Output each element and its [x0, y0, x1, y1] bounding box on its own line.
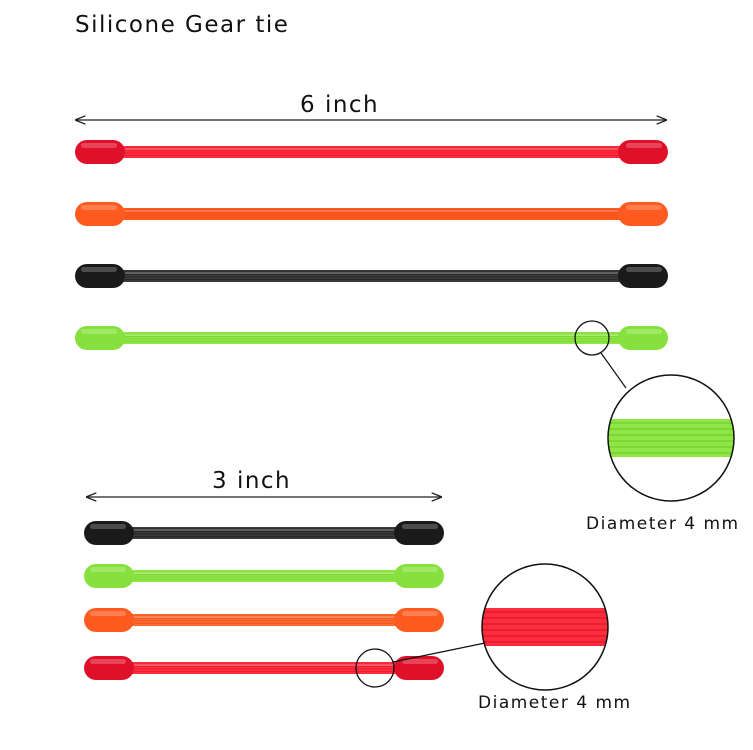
long-zoom-circle — [607, 374, 735, 502]
long-ties-group — [75, 140, 668, 350]
short-tie-black — [84, 521, 444, 545]
tie-cap-right — [618, 326, 668, 350]
tie-body — [119, 332, 624, 344]
tie-cap-left — [75, 202, 125, 226]
long-length-label: 6 inch — [300, 92, 380, 118]
long-tie-orange — [75, 202, 668, 226]
cap-shine — [81, 267, 117, 272]
cap-shine — [402, 659, 438, 664]
tie-cap-left — [84, 564, 134, 588]
tie-body — [119, 208, 624, 220]
tie-body — [128, 570, 400, 582]
short-zoom-source-circle — [355, 648, 395, 688]
cap-shine — [402, 524, 438, 529]
tie-cap-right — [618, 140, 668, 164]
short-zoom-diameter-label: Diameter 4 mm — [478, 693, 632, 713]
zoom-tie-body — [482, 608, 608, 646]
long-zoom-diameter-label: Diameter 4 mm — [586, 514, 740, 534]
long-tie-red — [75, 140, 668, 164]
tie-body — [128, 614, 400, 626]
short-zoom-connector — [392, 642, 486, 663]
tie-cap-right — [618, 264, 668, 288]
long-tie-green — [75, 326, 668, 350]
cap-shine — [402, 567, 438, 572]
tie-body — [119, 270, 624, 282]
tie-cap-right — [394, 656, 444, 680]
short-zoom-circle — [481, 563, 609, 691]
cap-shine — [90, 567, 126, 572]
tie-cap-right — [618, 202, 668, 226]
tie-cap-right — [394, 521, 444, 545]
cap-shine — [90, 524, 126, 529]
tie-cap-left — [75, 264, 125, 288]
tie-cap-left — [84, 608, 134, 632]
tie-cap-left — [84, 521, 134, 545]
short-tie-red — [84, 656, 444, 680]
tie-cap-left — [75, 140, 125, 164]
cap-shine — [626, 143, 662, 148]
cap-shine — [626, 267, 662, 272]
cap-shine — [626, 205, 662, 210]
short-tie-green — [84, 564, 444, 588]
short-zoom-detail — [482, 608, 608, 646]
cap-shine — [626, 329, 662, 334]
tie-body — [119, 146, 624, 158]
short-tie-orange — [84, 608, 444, 632]
tie-cap-right — [394, 608, 444, 632]
short-ties-group — [84, 521, 444, 680]
tie-cap-left — [75, 326, 125, 350]
zoom-tie-body — [608, 419, 734, 457]
tie-body — [128, 662, 400, 674]
long-tie-black — [75, 264, 668, 288]
cap-shine — [90, 659, 126, 664]
long-zoom-source-circle — [574, 320, 610, 356]
cap-shine — [90, 611, 126, 616]
tie-cap-left — [84, 656, 134, 680]
tie-body — [128, 527, 400, 539]
cap-shine — [81, 205, 117, 210]
cap-shine — [402, 611, 438, 616]
page-title: Silicone Gear tie — [75, 12, 290, 38]
cap-shine — [81, 143, 117, 148]
cap-shine — [81, 329, 117, 334]
short-length-label: 3 inch — [212, 468, 292, 494]
long-zoom-connector — [600, 352, 627, 389]
tie-cap-right — [394, 564, 444, 588]
long-zoom-detail — [608, 419, 734, 457]
